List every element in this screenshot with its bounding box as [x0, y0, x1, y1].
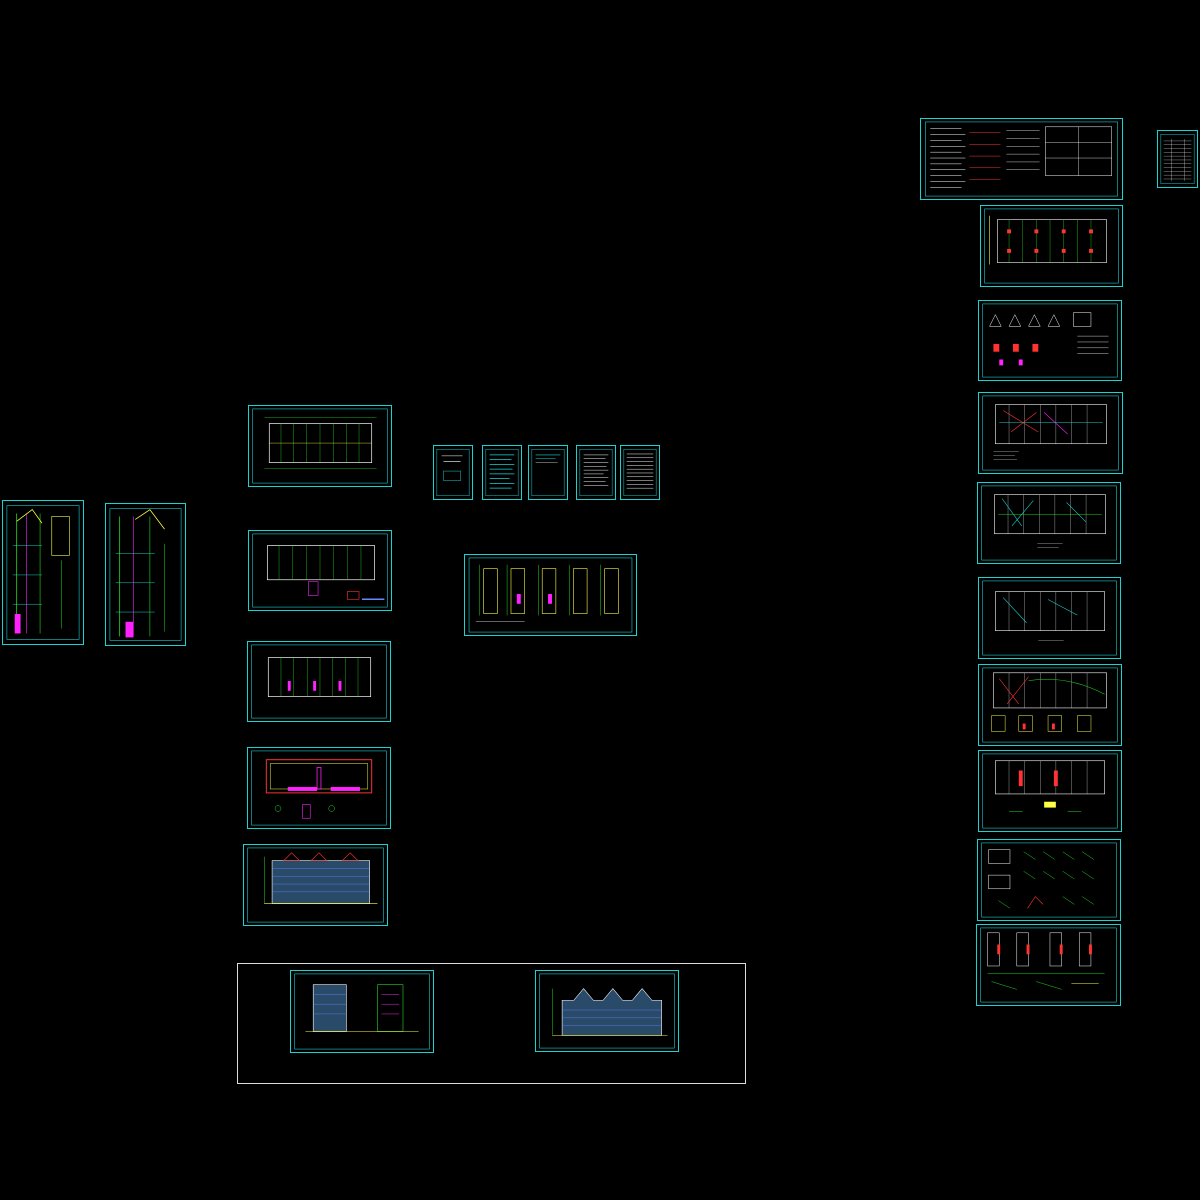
sheet-struct-plan-1[interactable] [978, 392, 1123, 474]
notes-drawing [579, 448, 613, 497]
roof-plan-drawing [251, 750, 387, 826]
notes-drawing [436, 448, 470, 497]
sheet-notes-1[interactable] [433, 445, 473, 500]
front-elevation-drawing [247, 847, 384, 923]
floor-plan-drawing [252, 533, 388, 608]
struct-plan-drawing [982, 395, 1119, 471]
sheet-notes-5[interactable] [620, 445, 660, 500]
rear-elevation-drawing [539, 973, 675, 1049]
sheet-stair-section-2[interactable] [105, 503, 186, 646]
sheet-notes-2[interactable] [482, 445, 522, 500]
struct-plan-drawing [982, 580, 1117, 656]
sheet-struct-plan-5[interactable] [978, 750, 1122, 832]
rebar-details-drawing [980, 927, 1117, 1003]
floor-plan-drawing [251, 644, 387, 719]
struct-plan-drawing [982, 667, 1118, 743]
sheet-foundation-details[interactable] [978, 300, 1122, 381]
foundation-details-drawing [982, 303, 1118, 378]
sheet-details-row[interactable] [464, 554, 637, 636]
sheet-foundation-plan[interactable] [980, 205, 1123, 287]
sheet-floor-plan-3[interactable] [247, 641, 391, 722]
sheet-rebar-details-1[interactable] [977, 839, 1121, 921]
elevation-group-frame [237, 963, 746, 1084]
sheet-front-elevation[interactable] [243, 844, 388, 926]
details-drawing [468, 557, 633, 633]
sheet-roof-plan[interactable] [247, 747, 391, 829]
rebar-details-drawing [981, 842, 1117, 918]
sheet-notes-4[interactable] [576, 445, 616, 500]
struct-plan-drawing [982, 753, 1118, 829]
foundation-plan-drawing [984, 208, 1119, 284]
notes-drawing [531, 448, 565, 497]
sheet-floor-plan-1[interactable] [248, 405, 392, 487]
side-elevations-drawing [294, 973, 430, 1050]
sheet-rebar-details-2[interactable] [976, 924, 1121, 1006]
stair-section-drawing [109, 508, 182, 641]
drawing-index-table [1160, 134, 1195, 184]
sheet-structural-notes[interactable] [920, 118, 1123, 200]
sheet-drawing-index[interactable] [1157, 130, 1198, 188]
sheet-notes-3[interactable] [528, 445, 568, 500]
sheet-floor-plan-2[interactable] [248, 530, 392, 611]
sheet-stair-section-1[interactable] [2, 500, 84, 645]
sheet-struct-plan-3[interactable] [978, 577, 1121, 659]
struct-plan-drawing [981, 485, 1117, 561]
floor-plan-drawing [252, 408, 388, 484]
notes-drawing [485, 448, 519, 497]
stair-section-drawing [6, 505, 80, 640]
sheet-rear-elevation[interactable] [535, 970, 679, 1052]
structural-notes-drawing [925, 121, 1118, 197]
sheet-struct-plan-4[interactable] [978, 664, 1122, 746]
sheet-struct-plan-2[interactable] [977, 482, 1121, 564]
notes-drawing [623, 448, 657, 497]
sheet-side-elevations[interactable] [290, 970, 434, 1053]
